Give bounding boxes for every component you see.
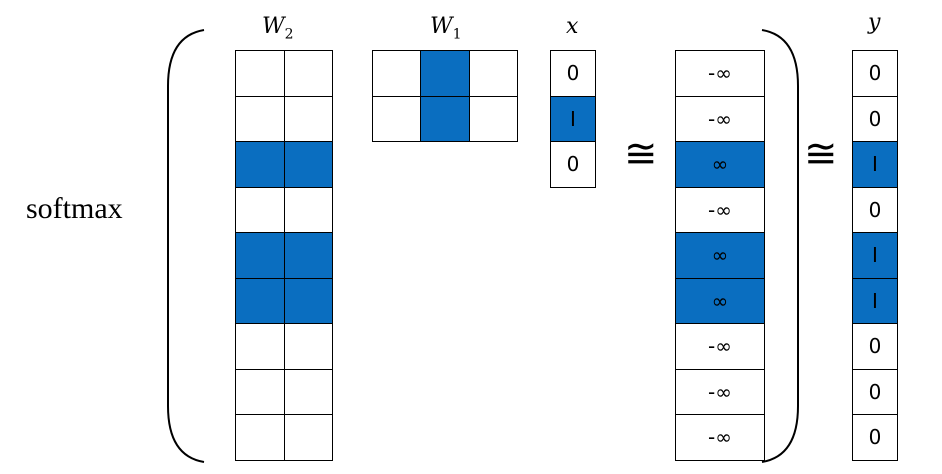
w2-cell xyxy=(235,277,285,324)
w1-cell xyxy=(420,50,470,97)
logits-cell: ∞ xyxy=(675,277,765,324)
y-row: 0 xyxy=(852,50,898,97)
w1-label-sub: 1 xyxy=(452,26,462,43)
y-row: 0 xyxy=(852,95,898,142)
approx-symbol-2: ≅ xyxy=(804,131,838,177)
logits-cell: ∞ xyxy=(675,232,765,279)
y-cell: 0 xyxy=(852,186,898,233)
y-cell: 0 xyxy=(852,323,898,370)
w2-row xyxy=(235,277,333,324)
x-cell: 0 xyxy=(550,50,596,97)
x-cell: 0 xyxy=(550,141,596,188)
logits-row: -∞ xyxy=(675,95,765,142)
logits-cell: -∞ xyxy=(675,186,765,233)
y-cell: I xyxy=(852,232,898,279)
w2-cell xyxy=(235,232,285,279)
w2-cell xyxy=(235,414,285,461)
w2-row xyxy=(235,50,333,97)
w2-cell xyxy=(283,95,333,142)
x-row: 0 xyxy=(550,50,596,97)
w1-cell xyxy=(468,95,519,142)
w1-cell xyxy=(420,95,470,142)
w1-cell xyxy=(371,50,422,97)
w1-row xyxy=(371,50,519,97)
w1-matrix xyxy=(371,50,519,142)
y-cell: 0 xyxy=(852,50,898,97)
y-cell: 0 xyxy=(852,368,898,415)
w2-cell xyxy=(235,50,285,97)
w2-cell xyxy=(283,50,333,97)
w2-cell xyxy=(235,95,285,142)
logits-row: ∞ xyxy=(675,232,765,279)
x-label: x xyxy=(566,14,579,39)
logits-row: ∞ xyxy=(675,141,765,188)
logits-row: -∞ xyxy=(675,50,765,97)
w2-cell xyxy=(283,186,333,233)
logits-row: ∞ xyxy=(675,277,765,324)
w2-row xyxy=(235,414,333,461)
w2-cell xyxy=(283,141,333,188)
approx-symbol: ≅ xyxy=(624,131,658,177)
w2-cell xyxy=(283,232,333,279)
w2-cell xyxy=(283,368,333,415)
w2-label-sub: 2 xyxy=(284,26,294,43)
logits-cell: -∞ xyxy=(675,368,765,415)
x-row: I xyxy=(550,95,596,142)
w2-row xyxy=(235,323,333,370)
y-row: 0 xyxy=(852,368,898,415)
y-cell: I xyxy=(852,277,898,324)
w1-cell xyxy=(468,50,519,97)
w1-label: W1 xyxy=(430,14,462,42)
w2-row xyxy=(235,232,333,279)
logits-row: -∞ xyxy=(675,186,765,233)
logits-cell: -∞ xyxy=(675,414,765,461)
w2-label: W2 xyxy=(262,14,294,42)
w2-cell xyxy=(283,414,333,461)
y-row: I xyxy=(852,141,898,188)
w2-cell xyxy=(283,323,333,370)
w2-cell xyxy=(235,186,285,233)
x-row: 0 xyxy=(550,141,596,188)
w2-row xyxy=(235,186,333,233)
w2-row xyxy=(235,368,333,415)
logits-vector: -∞-∞∞-∞∞∞-∞-∞-∞ xyxy=(675,50,765,461)
y-row: 0 xyxy=(852,414,898,461)
y-row: I xyxy=(852,277,898,324)
y-label: y xyxy=(868,10,881,35)
w2-cell xyxy=(235,368,285,415)
y-row: 0 xyxy=(852,323,898,370)
w2-row xyxy=(235,95,333,142)
y-row: 0 xyxy=(852,186,898,233)
y-row: I xyxy=(852,232,898,279)
logits-row: -∞ xyxy=(675,414,765,461)
y-cell: 0 xyxy=(852,414,898,461)
logits-cell: ∞ xyxy=(675,141,765,188)
w1-row xyxy=(371,95,519,142)
logits-row: -∞ xyxy=(675,323,765,370)
w1-cell xyxy=(371,95,422,142)
w2-matrix xyxy=(235,50,333,461)
w2-cell xyxy=(235,323,285,370)
right-parenthesis xyxy=(761,29,799,463)
y-cell: I xyxy=(852,141,898,188)
w2-cell xyxy=(235,141,285,188)
logits-row: -∞ xyxy=(675,368,765,415)
logits-cell: -∞ xyxy=(675,95,765,142)
w1-label-base: W xyxy=(430,14,453,39)
w2-row xyxy=(235,141,333,188)
softmax-label: softmax xyxy=(26,192,123,225)
logits-cell: -∞ xyxy=(675,50,765,97)
w2-cell xyxy=(283,277,333,324)
left-parenthesis xyxy=(167,29,205,463)
w2-label-base: W xyxy=(262,14,285,39)
logits-cell: -∞ xyxy=(675,323,765,370)
y-cell: 0 xyxy=(852,95,898,142)
x-cell: I xyxy=(550,95,596,142)
